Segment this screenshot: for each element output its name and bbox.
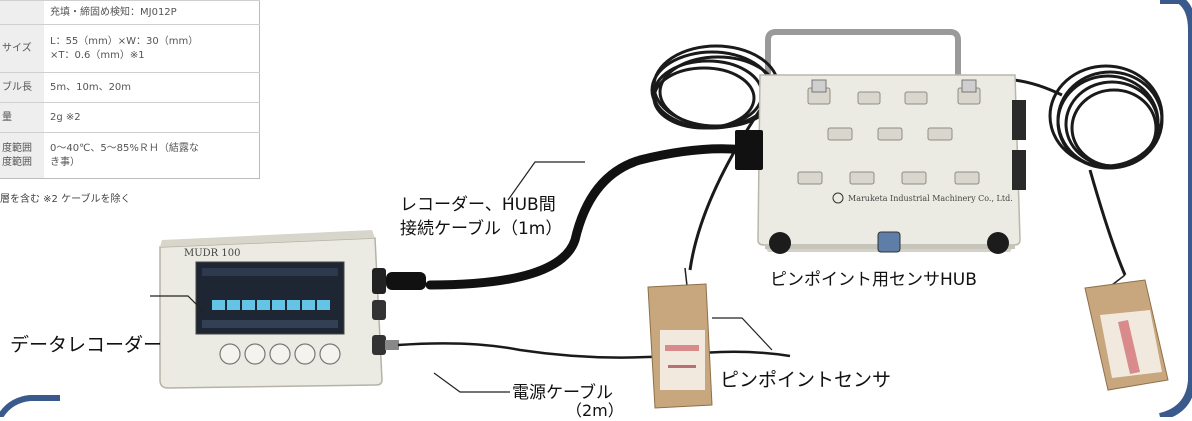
- spec-row: サイズ L：55（mm）×W：30（mm） ×T：0.6（mm）※1: [0, 24, 260, 73]
- spec-footnote: 層を含む ※2 ケーブルを除く: [0, 194, 131, 205]
- spec-value: 5m、10m、20m: [44, 72, 260, 103]
- spec-key: 度範囲 度範囲: [0, 132, 44, 179]
- spec-row: ブル長 5m、10m、20m: [0, 72, 260, 103]
- spec-row: 度範囲 度範囲 0～40℃、5～85%ＲＨ（結露な き事）: [0, 132, 260, 179]
- spec-row: 量 2g ※2: [0, 102, 260, 133]
- spec-value: 2g ※2: [44, 102, 260, 133]
- pinpoint-sensor-label: ピンポイントセンサ: [720, 369, 892, 391]
- spec-value: 0～40℃、5～85%ＲＨ（結露な き事）: [44, 132, 260, 179]
- recorder-model-text: MUDR 100: [184, 248, 240, 259]
- spec-key: サイズ: [0, 24, 44, 73]
- power-cable-icon: [397, 342, 791, 359]
- sensor-hub-box-icon: [757, 74, 1026, 254]
- hub-brand-text: Maruketa Industrial Machinery Co., Ltd.: [848, 194, 1013, 203]
- frame-corner-icon: [0, 395, 60, 417]
- hub-handle-icon: [765, 29, 961, 75]
- frame-border-icon: [1158, 0, 1192, 417]
- power-cable-length-label: （2m）: [566, 401, 624, 420]
- spec-value: L：55（mm）×W：30（mm） ×T：0.6（mm）※1: [44, 24, 260, 73]
- right-coiled-cable-icon: [974, 64, 1164, 276]
- pinpoint-sensor-left-icon: [647, 267, 713, 409]
- data-recorder-label: データレコーダー: [10, 334, 163, 356]
- spec-value: 充填・締固め検知：MJ012P: [44, 0, 260, 25]
- power-cable-label: 電源ケーブル: [512, 383, 613, 403]
- spec-table: 充填・締固め検知：MJ012P サイズ L：55（mm）×W：30（mm） ×T…: [0, 0, 260, 179]
- hub-cable-label: レコーダー、HUB間 接続ケーブル（1m）: [400, 195, 563, 239]
- spec-key: 量: [0, 102, 44, 133]
- spec-key: [0, 0, 44, 25]
- sensor-hub-label: ピンポイント用センサHUB: [770, 270, 977, 290]
- spec-key: ブル長: [0, 72, 44, 103]
- data-recorder-device-icon: [159, 230, 426, 389]
- hub-connection-cable-icon: [425, 130, 763, 290]
- pinpoint-sensor-right-icon: [1084, 274, 1169, 391]
- leader-lines-icon: [150, 161, 773, 393]
- spec-row: 充填・締固め検知：MJ012P: [0, 0, 260, 25]
